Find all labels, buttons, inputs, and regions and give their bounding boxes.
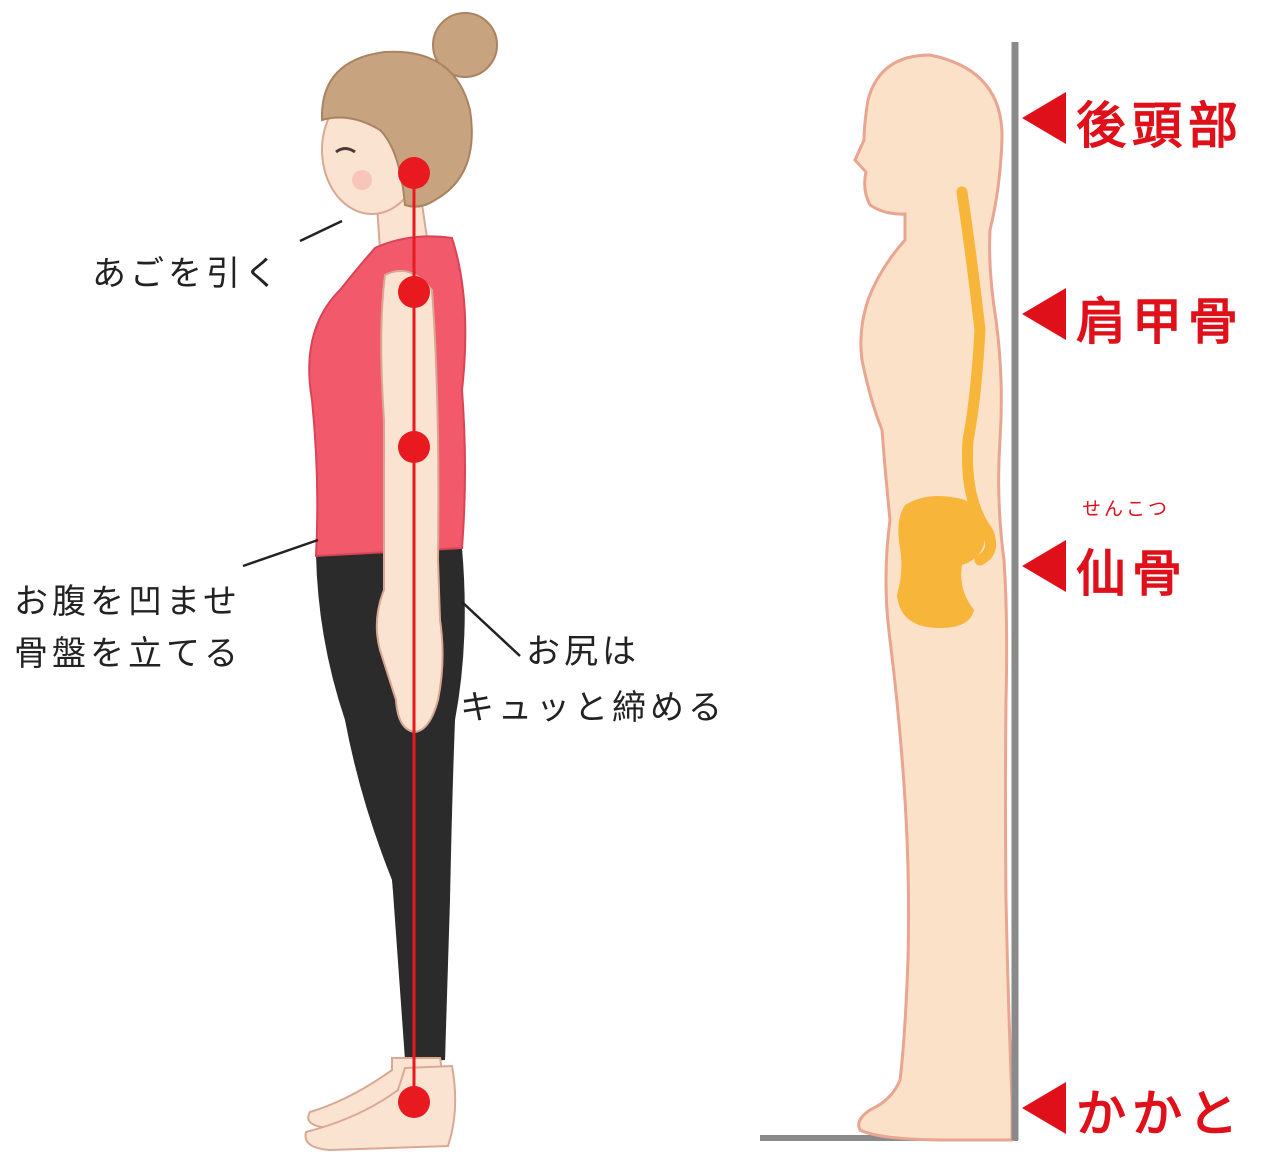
heel-arrow bbox=[1022, 1082, 1066, 1134]
heel-label: かかと bbox=[1076, 1074, 1244, 1146]
head-arrow bbox=[1022, 92, 1066, 144]
arrows bbox=[1022, 92, 1066, 1134]
shoulder-label: 肩甲骨 bbox=[1076, 282, 1244, 354]
head-label: 後頭部 bbox=[1076, 86, 1244, 158]
chin-leader bbox=[300, 221, 342, 241]
belly-note-line1: お腹を凹ませ bbox=[14, 580, 241, 624]
hip-note-line1: お尻は bbox=[526, 630, 640, 674]
woman-figure bbox=[306, 13, 498, 1150]
sacrum-label: 仙骨 bbox=[1076, 534, 1188, 606]
silhouette-figure bbox=[760, 42, 1018, 1140]
sacrum-arrow bbox=[1022, 540, 1066, 592]
shoulder-dot bbox=[398, 276, 430, 308]
sacrum-ruby: せんこつ bbox=[1082, 494, 1170, 521]
cheek bbox=[352, 170, 372, 190]
belly-leader bbox=[243, 540, 318, 566]
hip-leader bbox=[462, 602, 520, 656]
elbow-dot bbox=[398, 431, 430, 463]
belly-note-line2: 骨盤を立てる bbox=[14, 632, 242, 676]
arm bbox=[377, 271, 443, 732]
ear-dot bbox=[398, 157, 430, 189]
hip-note-line2: キュッと締める bbox=[460, 686, 726, 730]
shoulder-arrow bbox=[1022, 288, 1066, 340]
ankle-dot bbox=[398, 1086, 430, 1118]
chin-note: あごを引く bbox=[92, 252, 282, 296]
